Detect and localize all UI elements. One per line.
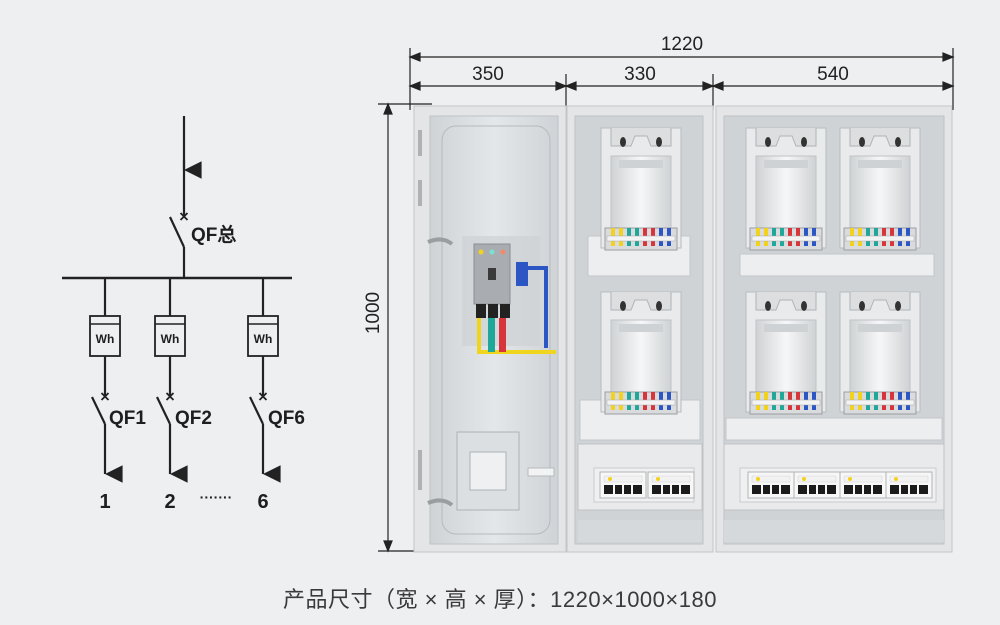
compartment-meter-4 [723, 115, 945, 545]
branch-breaker-label: QF2 [175, 408, 212, 429]
section-width-label: 330 [624, 64, 656, 85]
section-width-label: 540 [817, 64, 849, 85]
meter-label: Wh [161, 332, 180, 346]
wiring-schematic [62, 116, 292, 483]
kwh-meter-icon [154, 315, 186, 357]
outlet-label: 1 [99, 491, 110, 513]
branch-breaker-switch-icon [249, 396, 264, 425]
total-width-label: 1220 [661, 34, 703, 55]
breaker-trip-mark-icon [179, 212, 189, 221]
product-dimensions-caption: 产品尺寸（宽 × 高 × 厚）：1220×1000×180 [283, 587, 717, 612]
branch-breaker-switch-icon [156, 396, 171, 425]
section-width-label: 350 [472, 64, 504, 85]
meter-label: Wh [254, 332, 273, 346]
branch-breaker-label: QF1 [109, 408, 146, 429]
dimension-lines [378, 48, 955, 553]
branch-breaker-label: QF6 [268, 408, 305, 429]
meter-label: Wh [96, 332, 115, 346]
outlet-label: 6 [257, 491, 268, 513]
main-breaker-label: QF总 [191, 223, 236, 246]
main-breaker-switch-icon [169, 216, 185, 248]
cabinet-photo [413, 105, 953, 553]
compartment-meter-2 [574, 115, 704, 545]
outlet-ellipsis: ······· [200, 489, 233, 505]
outlet-label: 2 [164, 491, 175, 513]
height-label: 1000 [363, 292, 384, 334]
branch-breaker-switch-icon [91, 396, 106, 425]
compartment-incoming [418, 115, 559, 545]
kwh-meter-icon [89, 315, 121, 357]
